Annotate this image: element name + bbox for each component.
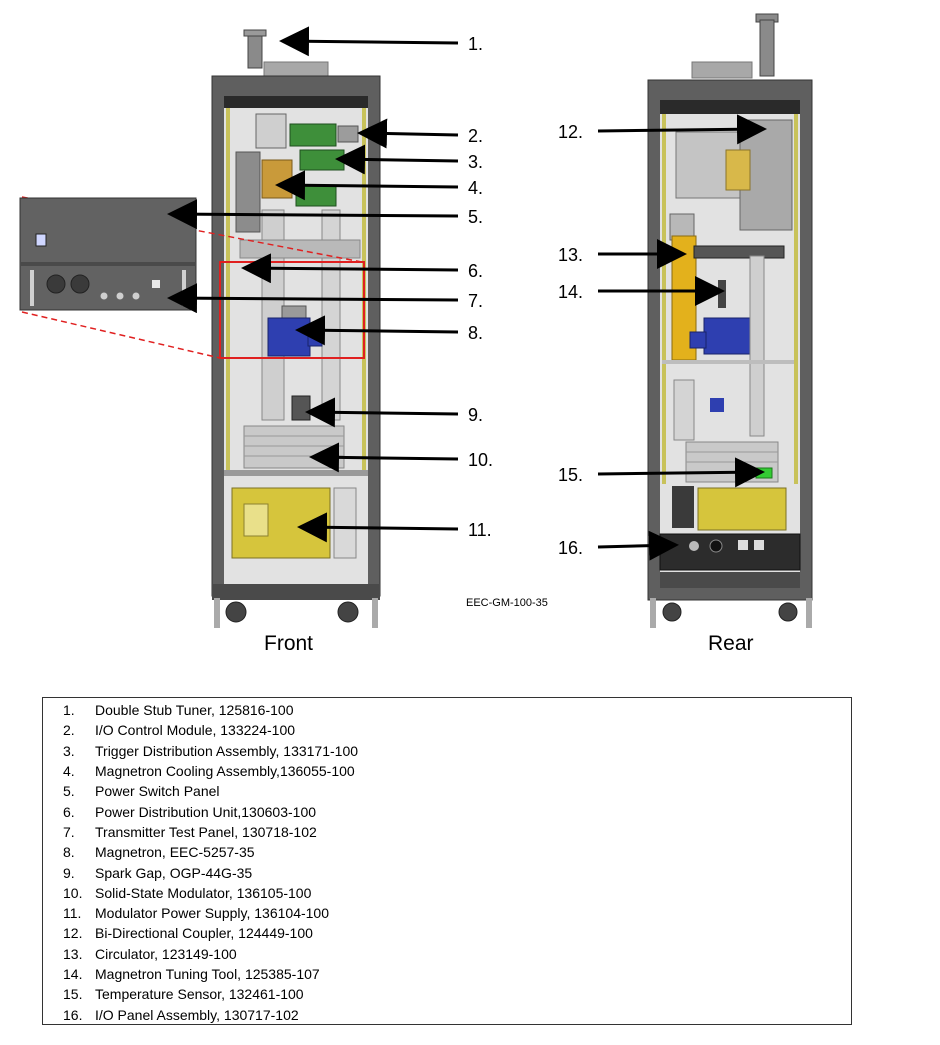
legend-row: 3. Trigger Distribution Assembly, 133171-…: [43, 741, 851, 761]
arrow-3: [335, 144, 459, 175]
legend-row: 13. Circulator, 123149-100: [43, 944, 851, 964]
legend-description: Modulator Power Supply, 136104-100: [95, 905, 330, 922]
callout-label-12: 12.: [558, 122, 584, 142]
front-caption: Front: [264, 632, 314, 655]
legend-description: I/O Control Module, 133224-100: [95, 722, 296, 739]
legend-number: 11.: [63, 905, 82, 922]
legend-description: Bi-Directional Coupler, 124449-100: [95, 925, 313, 942]
arrow-15: [597, 457, 765, 488]
callout-label-1: 1.: [468, 34, 484, 54]
legend-row: 5. Power Switch Panel: [43, 781, 851, 801]
callout-label-11: 11.: [468, 520, 492, 540]
callout-label-16: 16.: [558, 538, 584, 558]
legend-description: Magnetron, EEC-5257-35: [95, 844, 255, 861]
arrow-6: [241, 253, 459, 284]
legend-row: 1. Double Stub Tuner, 125816-100: [43, 700, 851, 720]
legend-number: 10.: [63, 884, 83, 901]
arrow-1: [279, 26, 459, 57]
callout-label-3: 3.: [468, 152, 484, 172]
zoom-line-bottom: [21, 311, 221, 359]
legend-row: 15. Temperature Sensor, 132461-100: [43, 984, 851, 1004]
drawing-code: EEC-GM-100-35: [466, 597, 548, 609]
legend-number: 12.: [63, 925, 83, 942]
callout-label-4: 4.: [468, 178, 484, 198]
legend-description: Power Distribution Unit,130603-100: [95, 803, 317, 820]
legend-row: 7. Transmitter Test Panel, 130718-102: [43, 822, 851, 842]
legend-number: 1.: [63, 702, 75, 719]
legend-row: 14. Magnetron Tuning Tool, 125385-107: [43, 964, 851, 984]
parts-legend: 1. Double Stub Tuner, 125816-100 2. I/O Con…: [42, 697, 852, 1025]
arrow-8: [295, 315, 459, 346]
rear-caption: Rear: [708, 632, 754, 655]
highlight-box: [219, 261, 365, 359]
callout-label-13: 13.: [558, 245, 584, 265]
legend-number: 7.: [63, 823, 75, 840]
callout-label-2: 2.: [468, 126, 484, 146]
legend-number: 3.: [63, 742, 75, 759]
legend-row: 2. I/O Control Module, 133224-100: [43, 720, 851, 740]
legend-number: 5.: [63, 783, 75, 800]
callout-label-8: 8.: [468, 323, 484, 343]
legend-description: I/O Panel Assembly, 130717-102: [95, 1006, 299, 1023]
legend-description: Power Switch Panel: [95, 783, 220, 800]
legend-number: 14.: [63, 966, 83, 982]
arrow-9: [305, 397, 459, 428]
callout-arrows: [167, 26, 767, 561]
legend-description: Magnetron Tuning Tool, 125385-107: [95, 966, 320, 982]
legend-description: Double Stub Tuner, 125816-100: [95, 702, 294, 719]
legend-row: 11. Modulator Power Supply, 136104-100: [43, 903, 851, 923]
legend-description: Circulator, 123149-100: [95, 945, 237, 962]
legend-number: 13.: [63, 945, 83, 962]
callout-label-7: 7.: [468, 291, 484, 311]
arrow-7: [167, 283, 459, 314]
equipment-diagram: [19, 13, 813, 628]
callout-label-15: 15.: [558, 465, 584, 485]
legend-row: 10. Solid-State Modulator, 136105-100: [43, 883, 851, 903]
legend-number: 2.: [63, 722, 75, 739]
legend-row: 12. Bi-Directional Coupler, 124449-100: [43, 923, 851, 943]
legend-description: Transmitter Test Panel, 130718-102: [95, 823, 317, 840]
arrow-2: [357, 118, 459, 149]
rear-cabinet: [647, 13, 813, 628]
legend-row: 6. Power Distribution Unit,130603-100: [43, 801, 851, 821]
front-cabinet: [211, 29, 381, 628]
legend-row: 4. Magnetron Cooling Assembly,136055-100: [43, 761, 851, 781]
legend-number: 4.: [63, 763, 75, 780]
legend-number: 6.: [63, 803, 75, 820]
legend-row: 9. Spark Gap, OGP-44G-35: [43, 862, 851, 882]
legend-number: 8.: [63, 844, 75, 861]
arrow-5: [167, 199, 459, 230]
legend-number: 16.: [63, 1006, 83, 1023]
callout-label-6: 6.: [468, 261, 484, 281]
legend-row: 8. Magnetron, EEC-5257-35: [43, 842, 851, 862]
panel-detail: [19, 197, 197, 311]
legend-description: Spark Gap, OGP-44G-35: [95, 864, 253, 881]
callout-label-5: 5.: [468, 207, 484, 227]
legend-number: 9.: [63, 864, 75, 881]
arrow-11: [297, 512, 459, 543]
legend-description: Solid-State Modulator, 136105-100: [95, 884, 312, 901]
legend-description: Trigger Distribution Assembly, 133171-10…: [95, 742, 359, 759]
callout-label-14: 14.: [558, 282, 584, 302]
arrow-12: [597, 114, 767, 145]
callout-label-9: 9.: [468, 405, 484, 425]
legend-number: 15.: [63, 986, 83, 1003]
legend-description: Temperature Sensor, 132461-100: [95, 986, 304, 1003]
callout-label-10: 10.: [468, 450, 494, 470]
arrow-16: [597, 530, 679, 561]
arrow-10: [309, 442, 459, 473]
legend-description: Magnetron Cooling Assembly,136055-100: [95, 763, 355, 780]
arrow-4: [275, 170, 459, 201]
legend-row: 16. I/O Panel Assembly, 130717-102: [43, 1004, 851, 1024]
